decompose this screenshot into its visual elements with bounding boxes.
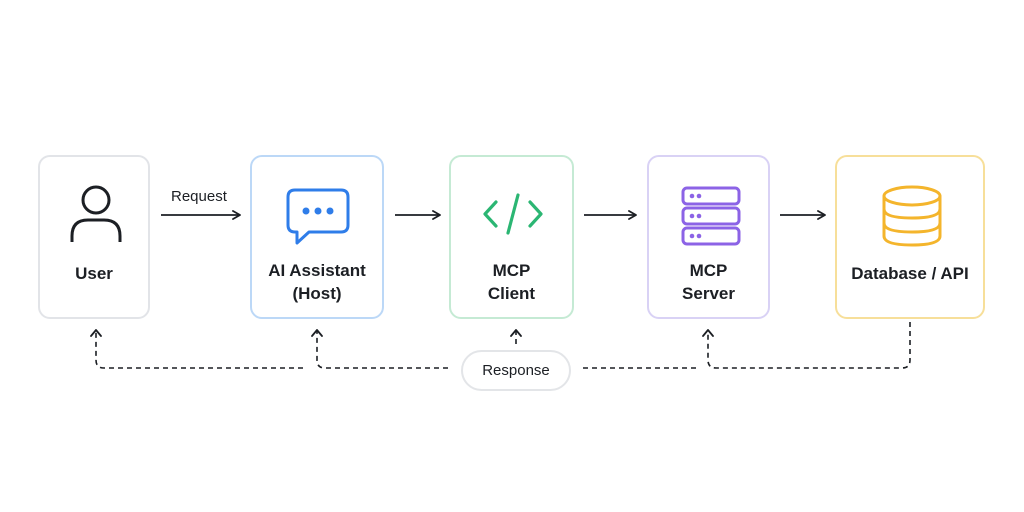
assistant-label-line2: (Host) [292, 284, 342, 303]
response-arrowhead-server [702, 329, 714, 337]
server-node: MCP Server [647, 155, 770, 319]
user-icon [70, 185, 122, 242]
assistant-node: AI Assistant (Host) [250, 155, 384, 319]
database-node: Database / API [835, 155, 985, 319]
database-label: Database / API [851, 264, 969, 283]
database-icon [882, 185, 942, 247]
user-node: User [38, 155, 150, 319]
response-arrowhead-user [90, 329, 102, 337]
response-pill: Response [461, 350, 571, 391]
client-node: MCP Client [449, 155, 574, 319]
response-arrowhead-assistant [311, 329, 323, 337]
response-path [95, 322, 911, 369]
client-label-line1: MCP [492, 261, 531, 280]
assistant-label-line1: AI Assistant [268, 261, 366, 280]
chat-bubble-icon [286, 188, 350, 245]
server-label-line1: MCP [689, 261, 728, 280]
code-icon [483, 193, 543, 235]
server-label-line2: Server [682, 284, 735, 303]
client-label-line2: Client [487, 284, 536, 303]
request-label: Request [171, 188, 227, 205]
server-icon [681, 186, 741, 246]
user-label: User [75, 264, 113, 283]
